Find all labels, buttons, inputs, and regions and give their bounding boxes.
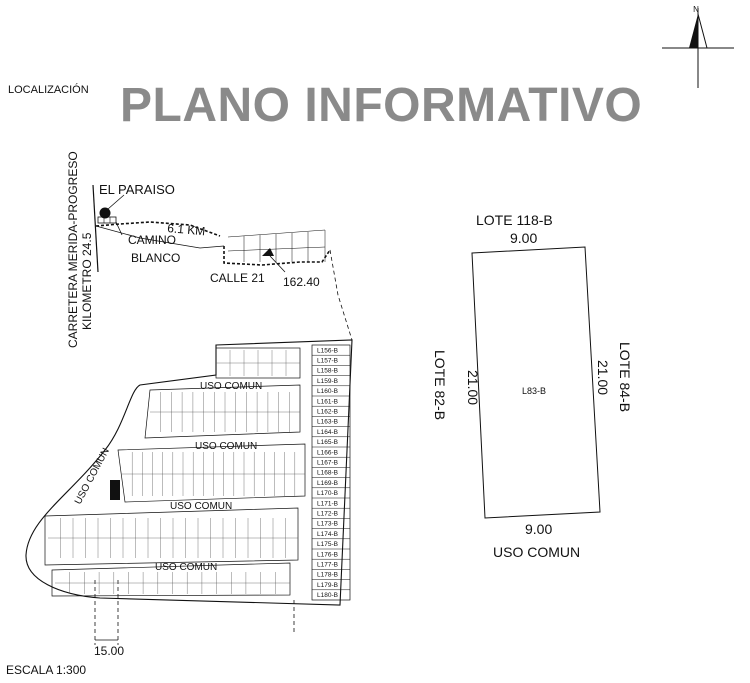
bottom-dimension-detail: 9.00 [525,521,552,537]
distance-label: 6.1 KM [167,221,206,238]
lot-label: L156-B [317,347,338,354]
highway-label: CARRETERA MERIDA-PROGRESO [66,151,80,348]
top-dimension: 9.00 [510,230,537,246]
lot-label: L163-B [317,419,338,426]
lot-label: L158-B [317,368,338,375]
road-label-1: CAMINO [128,233,176,247]
common-area-label-5: USO COMUN [73,446,112,506]
street-label: CALLE 21 [210,271,265,285]
right-dimension: 21.00 [595,360,611,395]
lot-label: L161-B [317,398,338,405]
common-area-label-4: USO COMUN [155,562,217,573]
north-label: N [693,5,699,14]
lot-label: L178-B [317,572,338,579]
common-area-label-3: USO COMUN [170,501,232,512]
lot-label: L173-B [317,521,338,528]
lot-label: L169-B [317,480,338,487]
lot-label: L180-B [317,592,338,599]
subject-lot-marker [110,480,120,500]
lot-label: L165-B [317,439,338,446]
highway-km-label: KILOMETRO 24.5 [80,232,94,330]
left-dimension: 21.00 [465,370,481,405]
location-labels: CARRETERA MERIDA-PROGRESO KILOMETRO 24.5… [66,151,320,348]
scale-label: ESCALA 1:300 [6,663,87,677]
lot-label: L179-B [317,582,338,589]
location-sketch [92,184,353,341]
lot-label: L171-B [317,500,338,507]
lot-label: L176-B [317,551,338,558]
lot-label: L159-B [317,378,338,385]
site-plan [25,339,353,645]
bottom-neighbor-label: USO COMUN [493,544,580,560]
bottom-dimension: 15.00 [94,644,124,658]
town-label: EL PARAISO [99,182,175,197]
lot-label: L166-B [317,449,338,456]
lot-label: L170-B [317,490,338,497]
lot-label: L177-B [317,562,338,569]
lot-label: L168-B [317,470,338,477]
common-area-label-2: USO COMUN [195,441,257,452]
lot-label: L162-B [317,409,338,416]
site-labels: USO COMUN USO COMUN USO COMUN USO COMUN … [73,347,338,658]
lot-id: L83-B [522,386,546,396]
right-column-lots: L156-B L157-B L158-B L159-B L160-B L161-B L162… [317,347,338,599]
lot-label: L172-B [317,511,338,518]
lot-label: L157-B [317,358,338,365]
common-area-label-1: USO COMUN [200,381,262,392]
left-neighbor-label: LOTE 82-B [432,350,448,420]
right-neighbor-label: LOTE 84-B [617,342,633,412]
lot-label: L174-B [317,531,338,538]
lot-divisions [48,350,305,594]
lot-detail: LOTE 118-B 9.00 21.00 LOTE 82-B 21.00 LO… [432,212,633,560]
lot-label: L167-B [317,460,338,467]
lot-label: L164-B [317,429,338,436]
town-marker-icon [99,207,111,219]
street-dimension: 162.40 [283,275,320,289]
road-label-2: BLANCO [131,251,180,265]
location-heading: LOCALIZACIÓN [8,84,89,96]
north-arrow-icon: N [662,5,734,88]
page-title: PLANO INFORMATIVO [120,79,643,132]
lot-label: L160-B [317,388,338,395]
lot-label: L175-B [317,541,338,548]
top-neighbor-label: LOTE 118-B [476,212,553,228]
